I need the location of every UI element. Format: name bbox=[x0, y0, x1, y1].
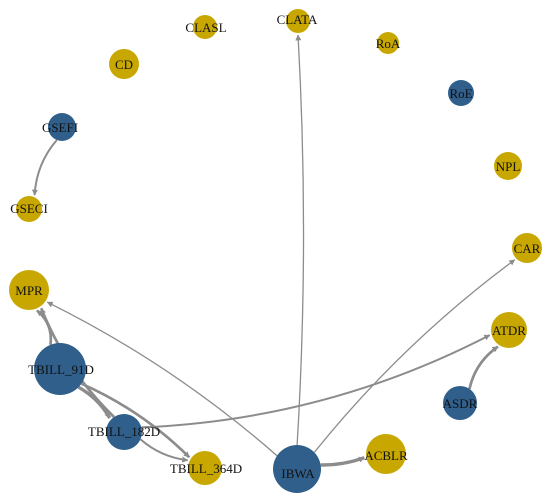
node-label-npl: NPL bbox=[496, 159, 521, 174]
node-label-cd: CD bbox=[115, 57, 133, 72]
node-clasl: CLASL bbox=[185, 15, 227, 39]
node-clata: CLATA bbox=[277, 9, 318, 33]
node-circle-atdr bbox=[491, 312, 527, 348]
node-roa: RoA bbox=[376, 32, 401, 54]
node-label-gseci: GSECI bbox=[10, 201, 48, 216]
edge-tbill-182d-to-tbill-364d bbox=[139, 438, 189, 463]
edge-asdr-to-atdr bbox=[468, 345, 499, 390]
edge-tbill-91d-to-tbill-364d bbox=[80, 382, 191, 459]
edge-tbill-182d-to-atdr bbox=[141, 334, 491, 429]
node-acblr: ACBLR bbox=[364, 434, 408, 474]
node-gseci: GSECI bbox=[10, 196, 48, 222]
node-label-atdr: ATDR bbox=[492, 323, 526, 338]
nodes-layer: CLASL CLATA CD RoA RoE GSEFI NPL GSECI CAR MPR ATD… bbox=[9, 9, 542, 493]
edge-ibwa-to-car bbox=[313, 259, 516, 453]
edge-tbill-91d-to-tbill-182d bbox=[77, 385, 112, 419]
node-ibwa: IBWA bbox=[273, 445, 321, 493]
node-circle-car bbox=[512, 233, 542, 263]
node-roe: RoE bbox=[448, 80, 474, 106]
node-circle-tbill-91d bbox=[34, 343, 86, 395]
node-label-mpr: MPR bbox=[15, 283, 43, 298]
node-label-clata: CLATA bbox=[277, 12, 318, 27]
node-asdr: ASDR bbox=[443, 386, 478, 420]
node-circle-tbill-364d bbox=[188, 451, 222, 485]
edge-ibwa-to-mpr bbox=[46, 301, 278, 457]
node-label-acblr: ACBLR bbox=[364, 448, 408, 463]
node-tbill-91d: TBILL_91D bbox=[28, 343, 94, 395]
node-label-tbill-364d: TBILL_364D bbox=[170, 461, 242, 476]
node-tbill-364d: TBILL_364D bbox=[170, 451, 242, 485]
node-label-gsefi: GSEFI bbox=[42, 120, 78, 135]
node-mpr: MPR bbox=[9, 270, 49, 310]
node-circle-roe bbox=[448, 80, 474, 106]
node-circle-roa bbox=[377, 32, 399, 54]
node-label-car: CAR bbox=[514, 241, 541, 256]
node-label-roa: RoA bbox=[376, 36, 401, 51]
node-car: CAR bbox=[512, 233, 542, 263]
node-label-clasl: CLASL bbox=[185, 20, 226, 35]
edge-ibwa-to-clata bbox=[295, 34, 305, 446]
node-circle-gseci bbox=[16, 196, 42, 222]
node-circle-clata bbox=[286, 9, 310, 33]
node-label-tbill-182d: TBILL_182D bbox=[88, 424, 160, 439]
node-circle-ibwa bbox=[273, 445, 321, 493]
node-circle-asdr bbox=[443, 386, 477, 420]
node-npl: NPL bbox=[494, 152, 522, 180]
edge-gsefi-to-gseci bbox=[31, 139, 58, 196]
node-atdr: ATDR bbox=[491, 312, 527, 348]
node-label-ibwa: IBWA bbox=[281, 466, 315, 481]
node-cd: CD bbox=[109, 49, 139, 79]
node-circle-gsefi bbox=[48, 113, 76, 141]
node-label-roe: RoE bbox=[449, 86, 472, 101]
node-circle-clasl bbox=[193, 15, 217, 39]
node-circle-npl bbox=[494, 152, 522, 180]
node-circle-tbill-182d bbox=[106, 414, 142, 450]
node-circle-mpr bbox=[9, 270, 49, 310]
node-label-asdr: ASDR bbox=[443, 396, 478, 411]
node-tbill-182d: TBILL_182D bbox=[88, 414, 160, 450]
node-gsefi: GSEFI bbox=[42, 113, 78, 141]
node-circle-cd bbox=[109, 49, 139, 79]
node-circle-acblr bbox=[366, 434, 406, 474]
node-label-tbill-91d: TBILL_91D bbox=[28, 362, 94, 377]
edge-ibwa-to-acblr bbox=[320, 456, 365, 467]
